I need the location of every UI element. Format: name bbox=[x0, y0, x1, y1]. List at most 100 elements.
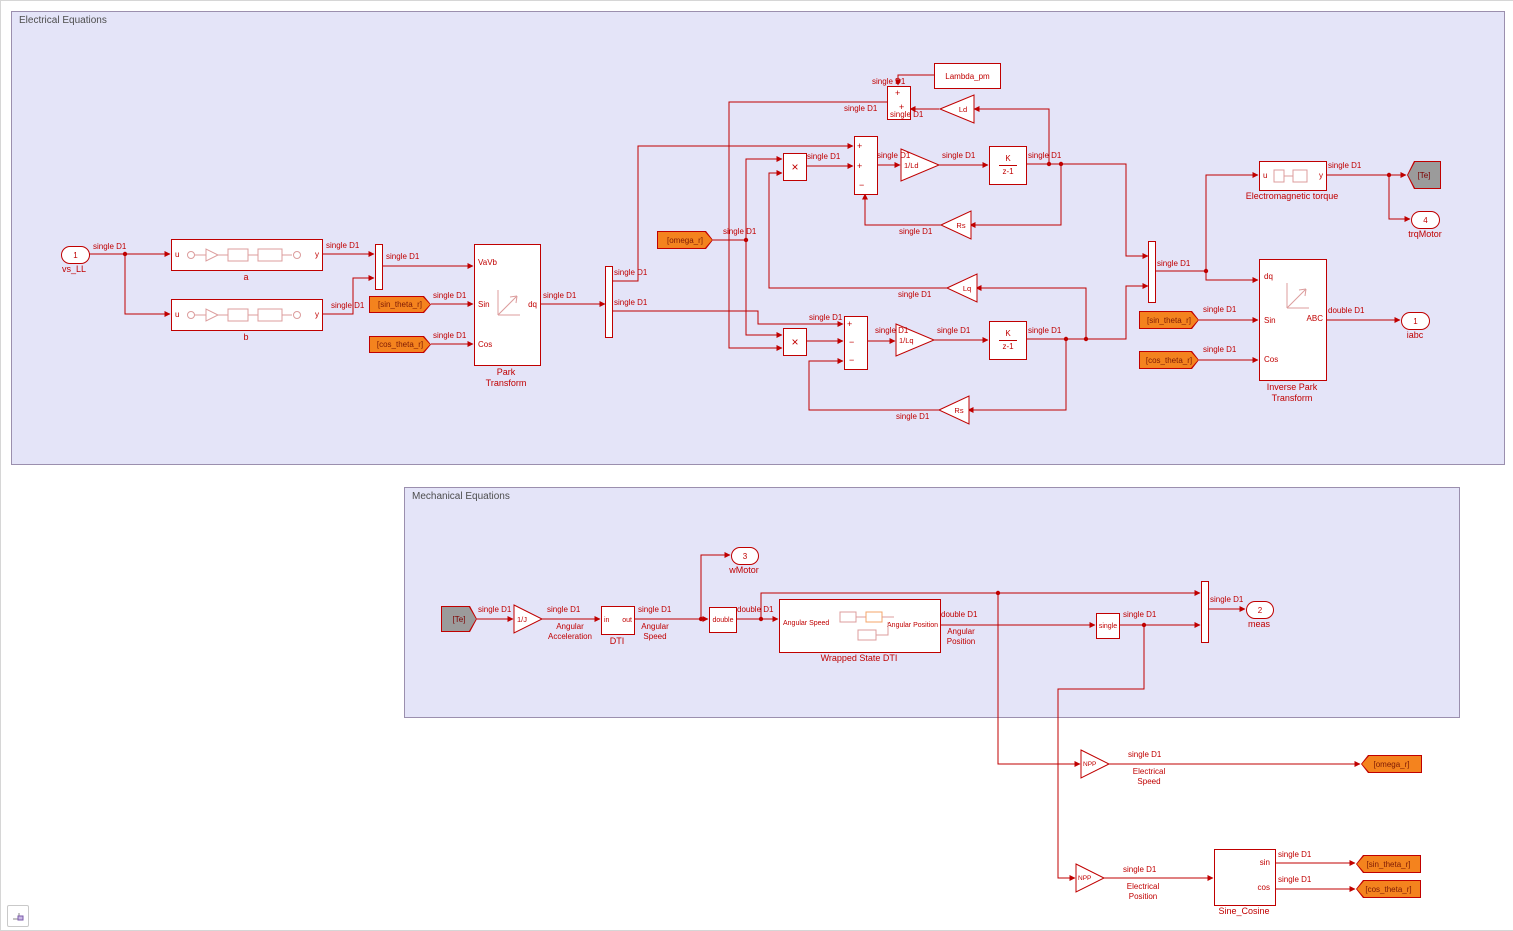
signal-label: single D1 bbox=[1128, 750, 1162, 759]
product-block-1[interactable]: × bbox=[783, 153, 807, 181]
convert-label: single bbox=[1098, 622, 1118, 630]
signal-label: single D1 bbox=[1157, 259, 1191, 268]
electrical-area[interactable]: Electrical Equations bbox=[11, 11, 1505, 465]
signal-label: single D1 bbox=[1203, 345, 1237, 354]
signal-wires[interactable] bbox=[88, 74, 1411, 892]
gain-label: Ld bbox=[959, 105, 967, 114]
from-tag-cos-theta-1[interactable]: [cos_theta_r] bbox=[369, 336, 431, 353]
signal-label: double D1 bbox=[941, 610, 978, 619]
signal-label: single D1 bbox=[1278, 875, 1312, 884]
tf-block-b-caption: b bbox=[243, 332, 249, 342]
gain-npp-position-block[interactable]: NPP bbox=[1075, 863, 1106, 893]
from-tag-sin-theta-2[interactable]: [sin_theta_r] bbox=[1139, 311, 1199, 329]
mechanical-area-title: Mechanical Equations bbox=[412, 491, 510, 502]
signal-label: single D1 bbox=[844, 104, 878, 113]
goto-tag-omega[interactable]: [omega_r] bbox=[1361, 755, 1422, 773]
dq-frame-icon bbox=[1286, 283, 1309, 309]
signal-label: single D1 bbox=[543, 291, 577, 300]
gain-ld-block[interactable]: Ld bbox=[938, 94, 975, 124]
from-tag-te[interactable]: [Te] bbox=[441, 606, 477, 632]
discrete-tf-q-block[interactable]: K z-1 bbox=[989, 321, 1027, 360]
inverse-park-transform-block[interactable]: dq Sin Cos ABC bbox=[1259, 259, 1327, 381]
sum-sign: + bbox=[899, 102, 905, 112]
junction-dots bbox=[122, 161, 1392, 628]
outport-iabc[interactable]: 1 bbox=[1401, 312, 1430, 330]
demux-block-1[interactable] bbox=[605, 266, 613, 338]
signal-label: single D1 bbox=[433, 331, 467, 340]
em-torque-block[interactable]: u y bbox=[1259, 161, 1327, 191]
outport-wmotor[interactable]: 3 bbox=[731, 547, 759, 565]
from-tag-sin-theta-1[interactable]: [sin_theta_r] bbox=[369, 296, 431, 313]
annotation-marker-button[interactable] bbox=[7, 905, 29, 927]
wrapped-dti-caption: Wrapped State DTI bbox=[820, 653, 898, 663]
gain-inv-lq-block[interactable]: 1/Lq bbox=[895, 323, 936, 357]
from-tag-cos-theta-2[interactable]: [cos_theta_r] bbox=[1139, 351, 1199, 369]
signal-label: single D1 bbox=[1028, 326, 1062, 335]
sum-sign: + bbox=[847, 319, 853, 329]
tag-label: [omega_r] bbox=[1362, 756, 1421, 772]
signal-label: single D1 bbox=[1123, 610, 1157, 619]
gain-npp-speed-block[interactable]: NPP bbox=[1080, 749, 1111, 779]
inport-vs-ll[interactable]: 1 bbox=[61, 246, 90, 264]
sum-block-d-axis[interactable]: + + − bbox=[854, 136, 878, 195]
tag-label: [cos_theta_r] bbox=[370, 337, 430, 352]
tag-label: [sin_theta_r] bbox=[370, 297, 430, 312]
signal-label: single D1 bbox=[1328, 161, 1362, 170]
gain-label: 1/J bbox=[517, 615, 527, 624]
goto-tag-sin-theta[interactable]: [sin_theta_r] bbox=[1356, 855, 1421, 873]
signal-label: single D1 bbox=[872, 77, 906, 86]
wmotor-label: wMotor bbox=[729, 565, 759, 575]
signal-label: single D1 bbox=[386, 252, 420, 261]
signal-label: single D1 bbox=[899, 227, 933, 236]
signal-label: single D1 bbox=[478, 605, 512, 614]
mux-block-1[interactable] bbox=[375, 244, 383, 290]
park-transform-block[interactable]: VaVb Sin Cos dq bbox=[474, 244, 541, 366]
sum-block-q-axis[interactable]: + − − bbox=[844, 316, 868, 370]
mux-block-2[interactable] bbox=[1148, 241, 1156, 303]
port-label-cos: Cos bbox=[478, 340, 493, 349]
port-label-sin: sin bbox=[1259, 858, 1270, 867]
port-label-sin: Sin bbox=[478, 300, 490, 309]
sum-block-flux[interactable]: + + bbox=[887, 86, 911, 120]
dti-block[interactable]: in out bbox=[601, 606, 635, 635]
signal-label: single D1 bbox=[638, 605, 672, 614]
port-label-dq: dq bbox=[1264, 272, 1273, 281]
goto-tag-cos-theta[interactable]: [cos_theta_r] bbox=[1356, 880, 1421, 898]
vs-ll-label: vs_LL bbox=[61, 264, 87, 274]
gain-inv-ld-block[interactable]: 1/Ld bbox=[900, 148, 941, 182]
signal-label: single D1 bbox=[326, 241, 360, 250]
tf-block-a[interactable]: u y bbox=[171, 239, 323, 271]
convert-double-block[interactable]: double bbox=[709, 607, 737, 633]
signal-label: single D1 bbox=[614, 268, 648, 277]
wrapped-state-dti-block[interactable]: Angular Speed Angular Position bbox=[779, 599, 941, 653]
port-label-in: in bbox=[604, 617, 610, 624]
tf-denominator: z-1 bbox=[1002, 167, 1014, 176]
port-label-cos: cos bbox=[1257, 883, 1270, 892]
constant-lambda-pm[interactable]: Lambda_pm bbox=[934, 63, 1001, 89]
convert-single-block[interactable]: single bbox=[1096, 613, 1120, 639]
mux-block-3[interactable] bbox=[1201, 581, 1209, 643]
signal-label: single D1 bbox=[1123, 865, 1157, 874]
gain-rs-d-block[interactable]: Rs bbox=[939, 210, 972, 240]
gain-inv-j-block[interactable]: 1/J bbox=[513, 604, 544, 634]
outport-trqmotor[interactable]: 4 bbox=[1411, 211, 1440, 229]
port-label-y: y bbox=[1319, 171, 1323, 180]
tag-label: [Te] bbox=[1408, 162, 1440, 188]
discrete-tf-d-block[interactable]: K z-1 bbox=[989, 146, 1027, 185]
outport-meas[interactable]: 2 bbox=[1246, 601, 1274, 619]
sine-cosine-block[interactable]: sin cos bbox=[1214, 849, 1276, 906]
gain-label: Rs bbox=[956, 221, 965, 230]
port-label-dq: dq bbox=[528, 300, 537, 309]
gain-rs-q-block[interactable]: Rs bbox=[937, 395, 970, 425]
tag-label: [omega_r] bbox=[658, 232, 712, 248]
tf-block-b[interactable]: u y bbox=[171, 299, 323, 331]
from-tag-omega[interactable]: [omega_r] bbox=[657, 231, 713, 249]
port-label-vavb: VaVb bbox=[478, 258, 497, 267]
goto-tag-te[interactable]: [Te] bbox=[1407, 161, 1441, 189]
gain-lq-block[interactable]: Lq bbox=[945, 273, 978, 303]
product-block-2[interactable]: × bbox=[783, 328, 807, 356]
multiply-sign: × bbox=[791, 160, 799, 174]
